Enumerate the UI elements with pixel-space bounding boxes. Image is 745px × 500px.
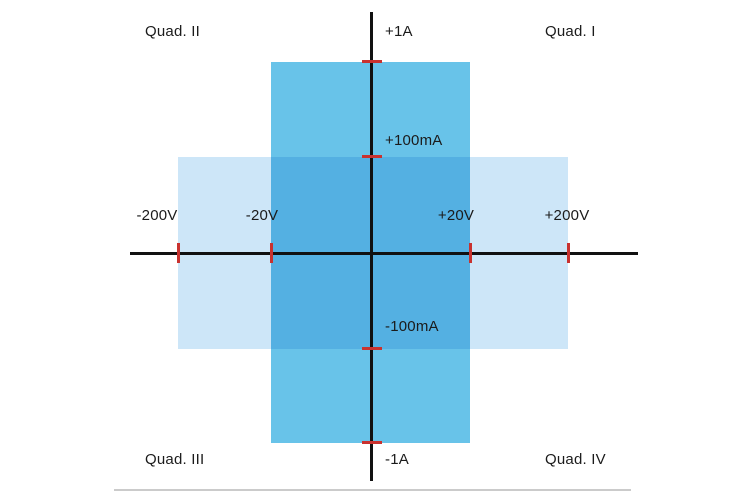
label-quad-4: Quad. IV — [545, 451, 606, 468]
label-plus-200v: +200V — [544, 207, 590, 224]
tick-plus-20v — [469, 243, 472, 263]
label-minus-20v: -20V — [245, 207, 279, 224]
tick-plus-100ma — [362, 155, 382, 158]
y-axis-line — [370, 12, 373, 481]
label-plus-1a: +1A — [385, 23, 413, 40]
label-plus-100ma: +100mA — [385, 132, 443, 149]
label-quad-2: Quad. II — [145, 23, 200, 40]
label-minus-100ma: -100mA — [385, 318, 439, 335]
tick-minus-20v — [270, 243, 273, 263]
label-quad-1: Quad. I — [545, 23, 596, 40]
label-plus-20v: +20V — [437, 207, 475, 224]
label-minus-1a: -1A — [385, 451, 409, 468]
tick-plus-1a — [362, 60, 382, 63]
tick-minus-200v — [177, 243, 180, 263]
label-minus-200v: -200V — [136, 207, 178, 224]
bottom-divider-line — [114, 489, 631, 491]
tick-plus-200v — [567, 243, 570, 263]
x-axis-line — [130, 252, 638, 255]
label-quad-3: Quad. III — [145, 451, 205, 468]
tick-minus-1a — [362, 441, 382, 444]
tick-minus-100ma — [362, 347, 382, 350]
